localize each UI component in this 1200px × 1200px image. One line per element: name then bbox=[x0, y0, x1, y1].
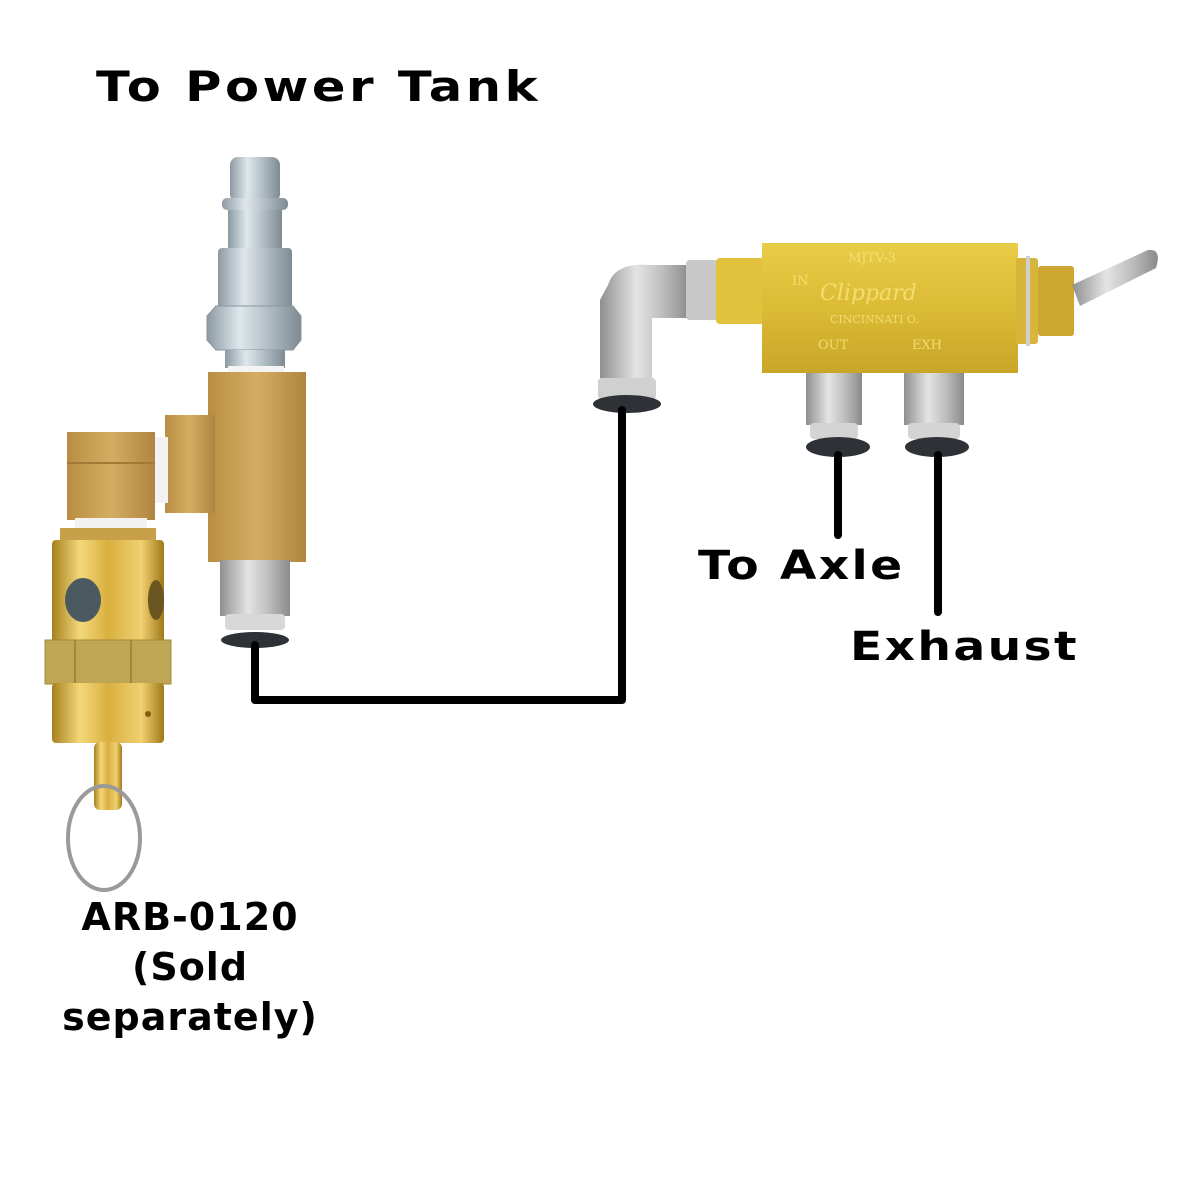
sold-separately-line1: (Sold bbox=[131, 945, 249, 989]
brass-tee-fitting bbox=[67, 372, 306, 562]
axle-label: To Axle bbox=[698, 543, 905, 589]
part-number-label: ARB-0120 (Sold separately) bbox=[0, 892, 380, 1042]
quick-connect-plug bbox=[206, 157, 302, 374]
push-to-connect-fitting bbox=[220, 560, 290, 648]
valve-exh-marking: EXH bbox=[912, 338, 942, 353]
valve-out-marking: OUT bbox=[818, 338, 849, 353]
toggle-valve: MJTV-3 IN Clippard CINCINNATI O. OUT EXH bbox=[762, 243, 1158, 373]
exhaust-port-fitting bbox=[904, 373, 969, 457]
axle-port-fitting bbox=[806, 373, 870, 457]
valve-brand-marking: Clippard bbox=[820, 281, 917, 306]
valve-in-marking: IN bbox=[792, 274, 809, 289]
power-tank-label: To Power Tank bbox=[96, 62, 542, 111]
supply-line bbox=[251, 406, 626, 704]
safety-relief-valve bbox=[44, 528, 172, 892]
part-number: ARB-0120 bbox=[81, 895, 299, 939]
elbow-fitting bbox=[593, 258, 764, 413]
valve-city-marking: CINCINNATI O. bbox=[830, 313, 919, 326]
valve-model-marking: MJTV-3 bbox=[848, 251, 896, 266]
sold-separately-line2: separately) bbox=[62, 995, 318, 1039]
exhaust-label: Exhaust bbox=[850, 624, 1079, 670]
